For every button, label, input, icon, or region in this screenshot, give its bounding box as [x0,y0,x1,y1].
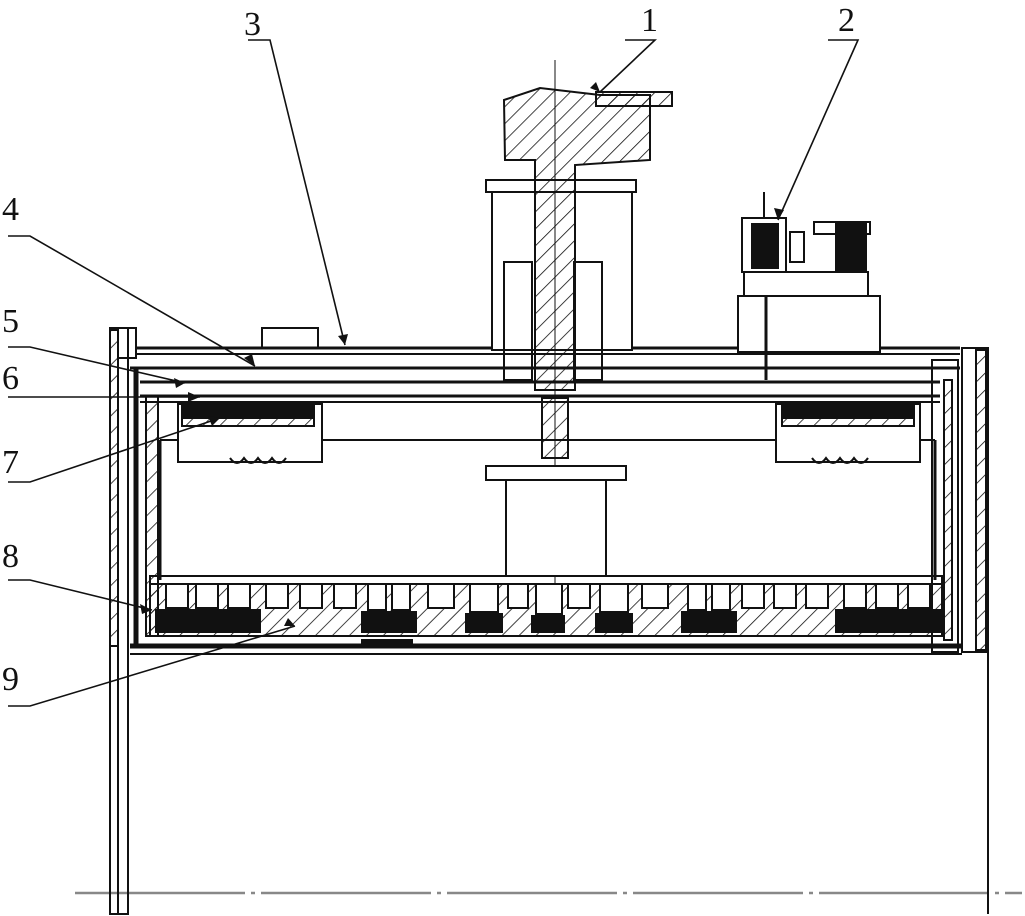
callout-5: 5 [2,303,19,340]
callout-6: 6 [2,360,19,397]
right-heater-block [775,403,921,464]
valve-assembly [737,192,881,380]
callout-2: 2 [838,2,855,39]
callout-3: 3 [244,6,261,43]
callout-1: 1 [641,2,658,39]
left-heater-block [177,403,323,464]
leader-lines [8,39,860,707]
callout-8: 8 [2,538,19,575]
callout-7: 7 [2,444,19,481]
outer-right-wall [931,347,989,914]
callout-9: 9 [2,661,19,698]
arrowheads [140,82,784,626]
bottom-tray [149,575,943,647]
callout-4: 4 [2,191,19,228]
central-drive-assembly [485,60,673,600]
outer-left-wall [109,327,137,915]
